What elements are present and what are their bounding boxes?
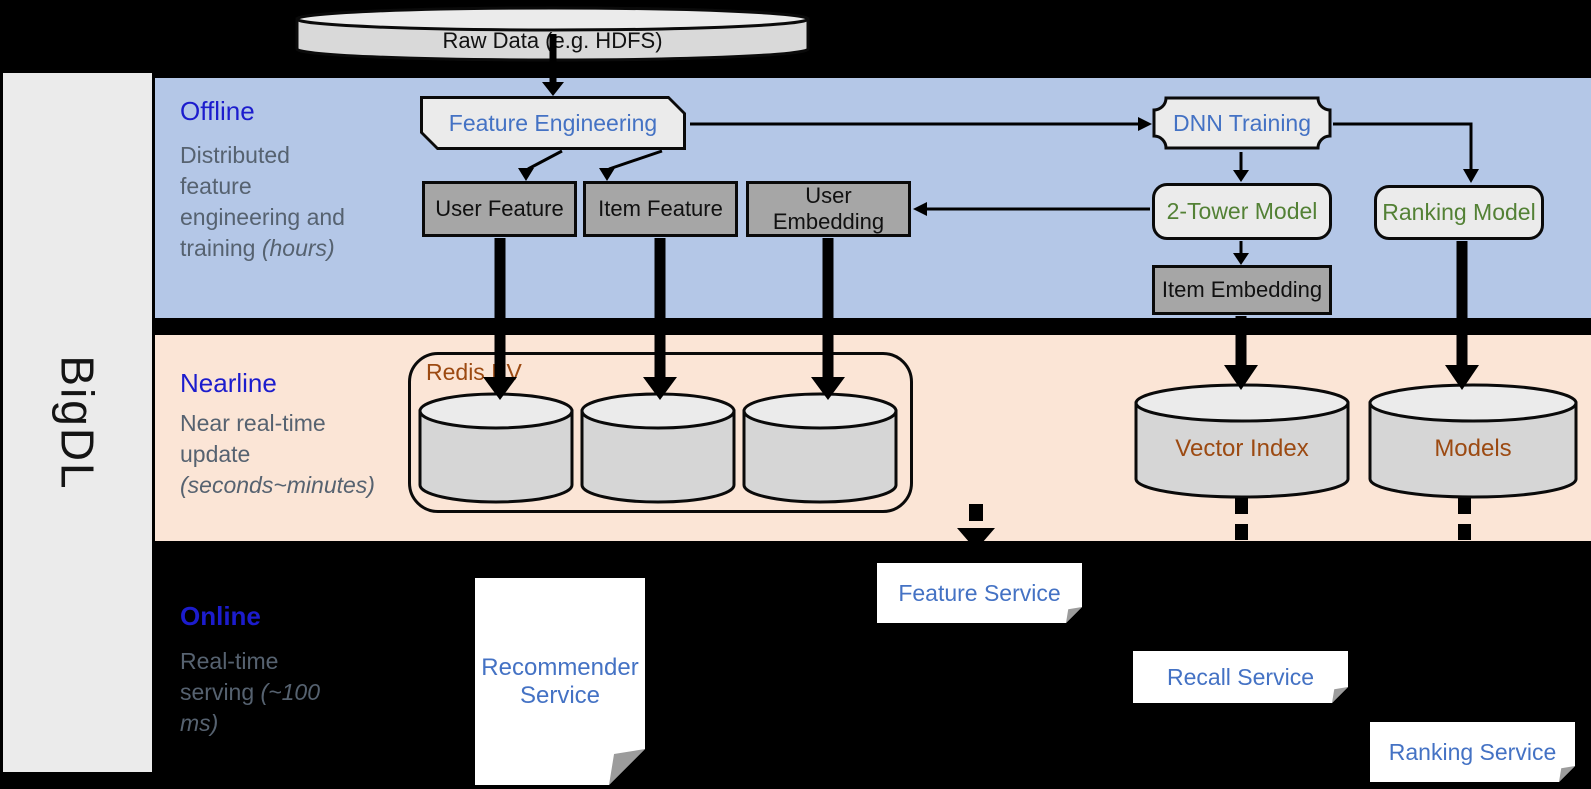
redis-cylinder-1 xyxy=(418,392,574,504)
feature-engineering-node: Feature Engineering xyxy=(420,96,686,150)
offline-description-text: Distributed feature engineering and trai… xyxy=(180,142,345,262)
redis-cylinder-2 xyxy=(580,392,736,504)
nearline-label: Nearline xyxy=(180,368,277,398)
item-feature-label: Item Feature xyxy=(598,196,723,221)
vector-index-label: Vector Index xyxy=(1175,434,1309,462)
online-description-text: Real-time serving xyxy=(180,648,279,706)
vector-index-store: Vector Index xyxy=(1134,383,1350,500)
two-tower-model-node: 2-Tower Model xyxy=(1152,183,1332,240)
online-label: Online xyxy=(180,601,261,631)
ranking-model-node: Ranking Model xyxy=(1374,185,1544,240)
item-feature-node: Item Feature xyxy=(583,181,738,237)
recommender-service-label: Recommender Service xyxy=(481,653,639,709)
ranking-model-label: Ranking Model xyxy=(1382,199,1536,225)
bigdl-brand-bar: BigDL xyxy=(3,73,152,772)
cylinder-icon xyxy=(418,392,574,504)
offline-description-note: (hours) xyxy=(261,235,335,262)
redis-cylinder-3 xyxy=(742,392,898,504)
user-feature-node: User Feature xyxy=(422,181,577,237)
recommender-service-doc: Recommender Service xyxy=(475,578,645,785)
ranking-service-label: Ranking Service xyxy=(1388,738,1557,765)
user-embedding-node: User Embedding xyxy=(746,181,911,237)
two-tower-model-label: 2-Tower Model xyxy=(1166,198,1318,224)
cylinder-icon xyxy=(580,392,736,504)
offline-description: Distributed feature engineering and trai… xyxy=(180,140,365,264)
cylinder-icon xyxy=(742,392,898,504)
recall-service-label: Recall Service xyxy=(1167,663,1314,690)
feature-service-label: Feature Service xyxy=(898,579,1061,606)
raw-data-store: Raw Data (e.g. HDFS) xyxy=(295,6,810,62)
models-store: Models xyxy=(1368,383,1578,500)
user-feature-label: User Feature xyxy=(435,196,564,221)
dnn-training-label: DNN Training xyxy=(1172,109,1312,136)
folded-corner-icon xyxy=(1559,766,1575,782)
online-description-note: (~100 ms) xyxy=(180,679,321,737)
plaque-shape xyxy=(1152,96,1332,150)
feature-service-doc: Feature Service xyxy=(877,563,1082,623)
raw-data-label: Raw Data (e.g. HDFS) xyxy=(442,27,663,53)
item-embedding-label: Item Embedding xyxy=(1161,277,1323,302)
offline-label: Offline xyxy=(180,96,255,126)
nearline-description: Near real-time update (seconds~minutes) xyxy=(180,408,380,501)
feature-engineering-label: Feature Engineering xyxy=(448,109,658,136)
user-embedding-label: User Embedding xyxy=(772,183,885,234)
dnn-training-node: DNN Training xyxy=(1152,96,1332,150)
online-description: Real-time serving (~100 ms) xyxy=(180,646,330,739)
models-label: Models xyxy=(1434,434,1512,462)
folded-corner-icon xyxy=(1066,607,1082,623)
nearline-description-text: Near real-time update xyxy=(180,410,326,468)
recall-service-doc: Recall Service xyxy=(1133,651,1348,703)
nearline-description-note: (seconds~minutes) xyxy=(180,472,375,499)
item-embedding-node: Item Embedding xyxy=(1152,265,1332,315)
redis-kv-label: Redis KV xyxy=(426,359,522,385)
folded-corner-icon xyxy=(1332,687,1348,703)
folded-corner-icon xyxy=(609,749,645,785)
bigdl-brand-label: BigDL xyxy=(51,354,104,491)
ranking-service-doc: Ranking Service xyxy=(1370,722,1575,782)
